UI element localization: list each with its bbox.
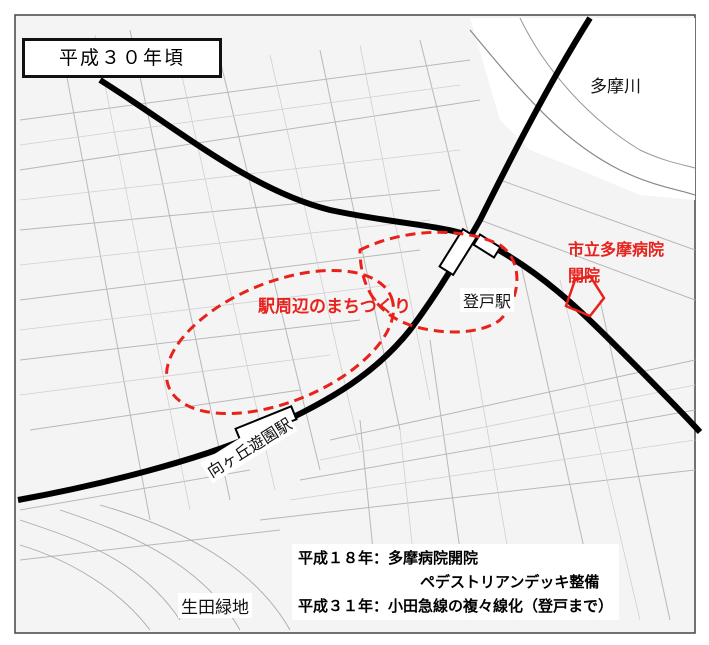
hospital-outline [564,274,606,318]
odakyu-line [17,16,593,503]
note-line: 平成３１年：小田急線の複々線化（登戸まで） [298,597,614,615]
street-network-fine [19,34,696,621]
note-line: ペデストリアンデッキ整備 [420,573,600,591]
note-line: 平成１８年：多摩病院開院 [298,549,479,567]
noborito-area [358,230,519,334]
ikuta-ryokuchi-label: 生田緑地 [178,593,252,618]
noborito-platform [438,227,478,277]
map-title: 平成３０年頃 [22,38,222,78]
river-bank [519,17,696,169]
river-label: 多摩川 [590,77,641,97]
hospital-label: 市立多摩病院 [568,240,665,259]
river-bank [469,29,696,196]
history-notes: 平成１８年：多摩病院開院 ペデストリアンデッキ整備 平成３１年：小田急線の複々線… [292,544,620,620]
machizukuri-area [164,268,396,416]
hospital-open-label: 開院 [568,266,601,285]
machizukuri-label: 駅周辺のまちづくり [258,297,411,317]
tama-river [470,18,695,200]
noborito-station-label: 登戸駅 [460,288,515,312]
